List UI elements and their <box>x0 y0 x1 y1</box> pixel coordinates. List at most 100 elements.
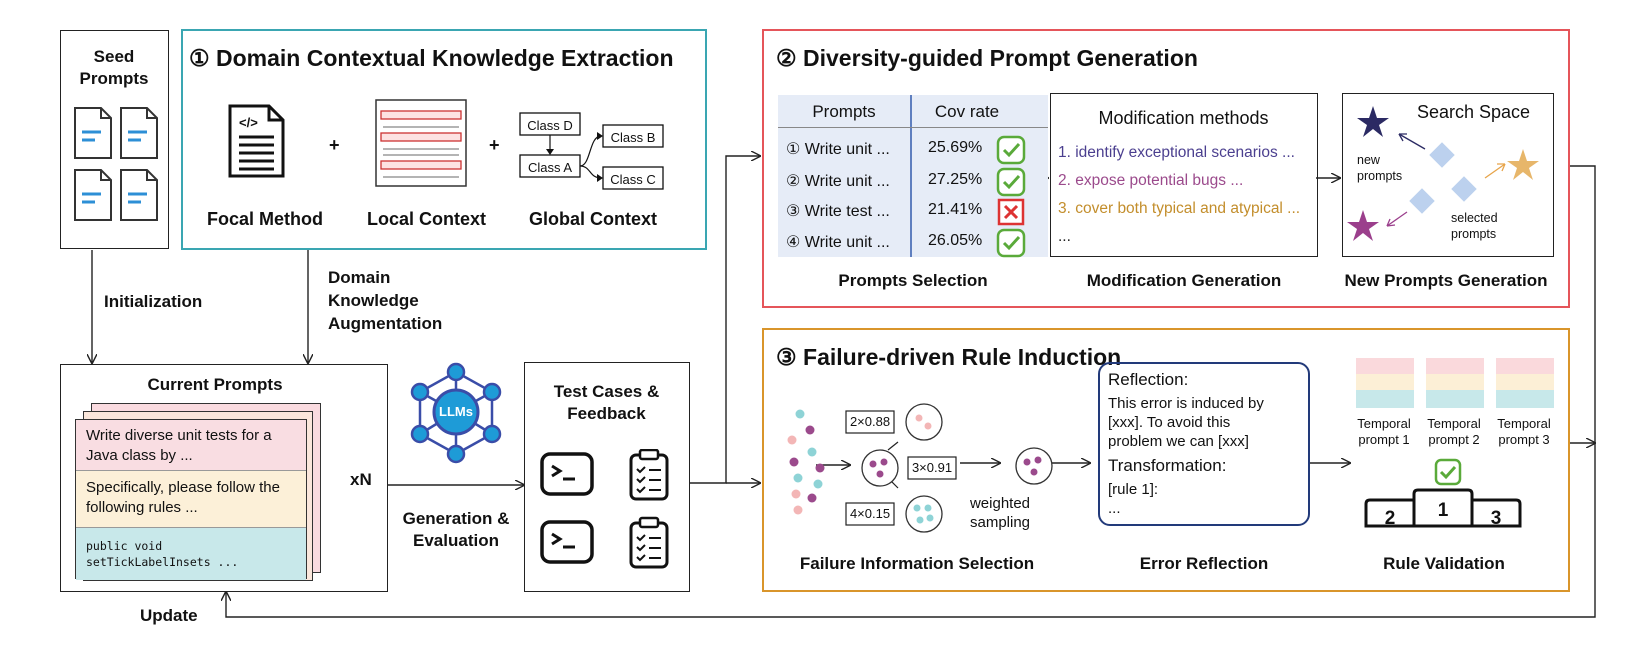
seed-title-line2: Prompts <box>79 69 149 88</box>
to-panel2-arrow <box>690 156 760 484</box>
prompt-card: Write diverse unit tests for a Java clas… <box>75 419 307 580</box>
code-tag: </> <box>239 115 258 130</box>
table-row: ③ Write test ... 21.41% <box>778 197 1048 227</box>
current-prompts-title: Current Prompts <box>147 375 283 394</box>
terminal-icon <box>540 452 594 496</box>
plus-sign: + <box>489 135 500 155</box>
podium-1: 1 <box>1437 500 1449 521</box>
prompts-table: Prompts Cov rate ① Write unit ... 25.69%… <box>778 95 1048 258</box>
failure-selection-label: Failure Information Selection <box>799 554 1035 573</box>
temporal-prompt-cards <box>1356 358 1554 408</box>
modification-item: 2. expose potential bugs ... <box>1058 172 1244 189</box>
terminal-icon <box>540 520 594 564</box>
prompt-text-2: Specifically, please follow the followin… <box>86 479 280 516</box>
global-context-label: Global Context <box>529 209 658 229</box>
weighted-sampling-label: weighted sampling <box>969 495 1031 531</box>
table-header-prompts: Prompts <box>812 102 876 121</box>
focal-method-label: Focal Method <box>207 209 323 229</box>
podium-3: 3 <box>1490 508 1502 529</box>
check-icon <box>996 135 1026 165</box>
test-icons <box>540 449 669 569</box>
prompt-code: public void setTickLabelInsets ... <box>86 539 239 569</box>
local-context-icon <box>375 99 467 187</box>
temporal-prompt-label: Temporal prompt 1 <box>1357 416 1411 447</box>
plus-sign: + <box>329 135 340 155</box>
podium-graphic <box>1364 458 1522 528</box>
clipboard-icon <box>629 516 669 569</box>
selected-prompts-label: selected prompts <box>1451 211 1498 241</box>
check-icon <box>996 228 1026 258</box>
star-icon <box>1347 210 1379 241</box>
panel1-number: ① <box>189 45 210 71</box>
panel1-title: Domain Contextual Knowledge Extraction <box>216 45 674 71</box>
table-header-cov: Cov rate <box>934 102 1000 121</box>
weight-box: 3×0.91 <box>911 460 953 475</box>
podium-2: 2 <box>1384 508 1396 529</box>
transformation-heading: Transformation: <box>1108 456 1227 475</box>
document-icons <box>74 107 158 221</box>
modification-item: 3. cover both typical and atypical ... <box>1058 200 1301 217</box>
code-file-icon <box>228 104 285 178</box>
cross-icon <box>997 198 1025 226</box>
panel2-title: Diversity-guided Prompt Generation <box>803 45 1198 71</box>
error-reflection-label: Error Reflection <box>1139 554 1269 573</box>
table-row: ④ Write unit ... 26.05% <box>778 228 1048 258</box>
failure-sampling-graphic <box>787 403 1053 533</box>
panel2-out-line <box>226 165 1596 618</box>
temporal-prompt-label: Temporal prompt 2 <box>1427 416 1481 447</box>
modification-title: Modification methods <box>1098 108 1269 128</box>
rule-validation-label: Rule Validation <box>1383 554 1505 573</box>
local-context-label: Local Context <box>367 209 487 229</box>
generation-label: Generation & Evaluation <box>402 509 510 550</box>
search-space-plot <box>1347 106 1539 241</box>
seed-title-line1: Seed <box>93 47 135 66</box>
document-icon <box>120 107 158 159</box>
document-icon <box>120 169 158 221</box>
table-row: ① Write unit ... 25.69% <box>778 135 1048 165</box>
prompt-text-1: Write diverse unit tests for a Java clas… <box>86 427 272 464</box>
weight-box: 4×0.15 <box>849 506 891 521</box>
domain-aug-label: Domain Knowledge Augmentation <box>328 268 443 333</box>
search-space-box: Search Space new prompts selected prompt… <box>1342 93 1554 257</box>
search-space-title: Search Space <box>1417 102 1531 122</box>
class-diagram-icon <box>519 112 664 190</box>
reflection-box: Reflection: This error is induced by [xx… <box>1098 362 1310 526</box>
panel3-number: ③ <box>776 344 797 370</box>
llm-network-icon <box>410 362 502 464</box>
tests-title-1: Test Cases & <box>553 382 660 401</box>
modification-box: Modification methods 1. identify excepti… <box>1050 93 1318 257</box>
reflection-heading: Reflection: <box>1108 370 1189 389</box>
class-a: Class A <box>527 160 573 175</box>
transformation-body: [rule 1]: ... <box>1108 481 1159 517</box>
panel-diversity-generation: ② Diversity-guided Prompt Generation Pro… <box>762 29 1570 308</box>
current-prompts-box: Current Prompts Write diverse unit tests… <box>60 364 388 592</box>
reflection-body: This error is induced by [xxx]. To avoid… <box>1108 395 1264 450</box>
panel3-title: Failure-driven Rule Induction <box>803 344 1122 370</box>
document-icon <box>74 107 112 159</box>
weight-box: 2×0.88 <box>849 414 891 429</box>
class-b: Class B <box>610 130 656 145</box>
prompts-selection-label: Prompts Selection <box>838 271 988 290</box>
modification-item: ... <box>1058 228 1071 245</box>
temporal-prompt-label: Temporal prompt 3 <box>1497 416 1551 447</box>
panel-domain-knowledge: ① Domain Contextual Knowledge Extraction… <box>181 29 707 250</box>
modification-generation-label: Modification Generation <box>1086 271 1282 290</box>
star-icon <box>1507 149 1539 180</box>
tests-title-2: Feedback <box>567 404 646 423</box>
panel2-number: ② <box>776 45 797 71</box>
table-row: ② Write unit ... 27.25% <box>778 167 1048 197</box>
modification-item: 1. identify exceptional scenarios ... <box>1058 144 1295 161</box>
seed-prompts-box: Seed Prompts <box>60 30 169 249</box>
update-label: Update <box>140 606 198 625</box>
document-icon <box>74 169 112 221</box>
panel-failure-rule-induction: ③ Failure-driven Rule Induction 2×0.88 3… <box>762 328 1570 592</box>
class-d: Class D <box>527 118 573 133</box>
check-icon <box>1434 458 1462 486</box>
initialization-label: Initialization <box>104 292 203 311</box>
test-cases-box: Test Cases & Feedback <box>524 362 690 592</box>
class-c: Class C <box>610 172 656 187</box>
new-prompts-generation-label: New Prompts Generation <box>1344 271 1548 290</box>
xn-label: xN <box>350 470 372 489</box>
check-icon <box>996 167 1026 197</box>
